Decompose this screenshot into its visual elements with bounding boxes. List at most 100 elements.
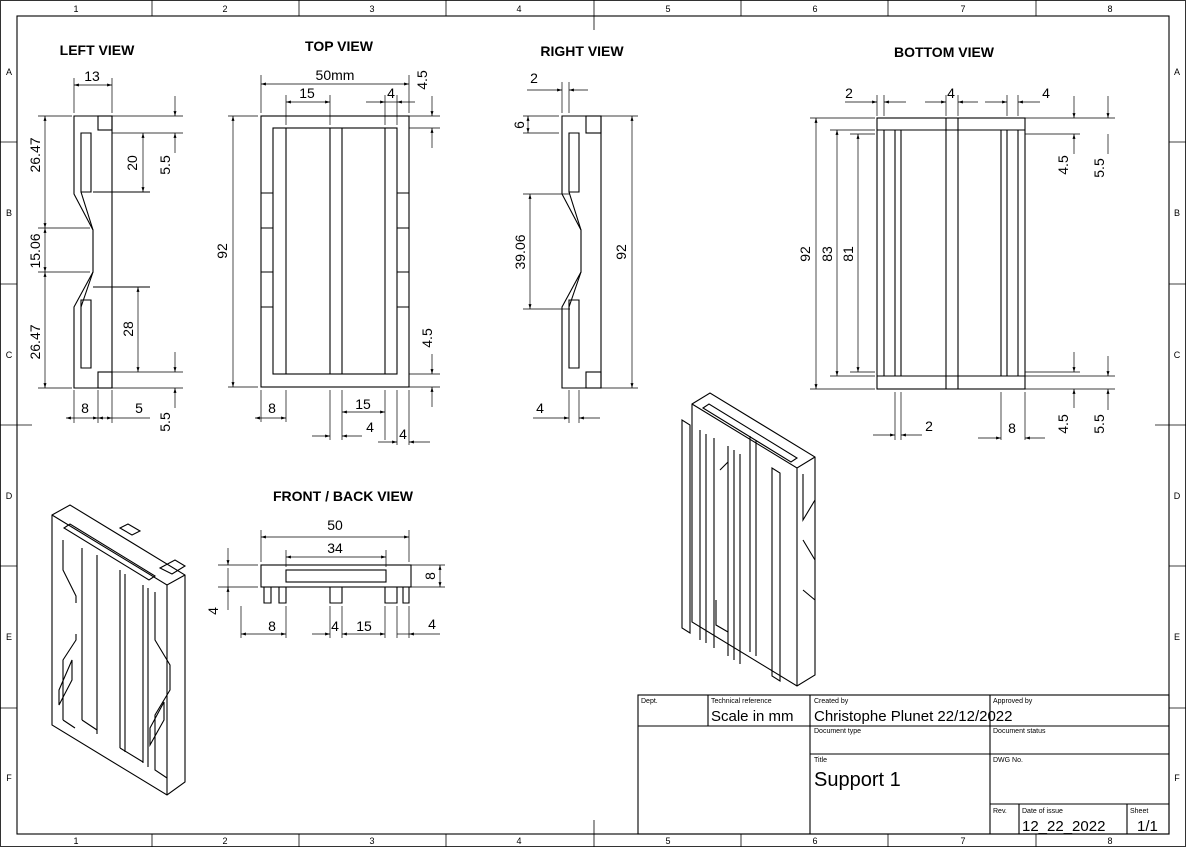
zone-col-3-top: 3 <box>369 4 374 14</box>
dim-left-bottom-offset: 5.5 <box>157 412 173 432</box>
zone-col-4-top: 4 <box>516 4 521 14</box>
tb-approved-by-label: Approved by <box>993 698 1033 705</box>
zone-row-f-left: F <box>6 773 12 783</box>
top-view: 50mm 4.5 15 4 92 4.5 8 15 4 4 <box>214 67 440 445</box>
dim-left-top-offset: 5.5 <box>157 155 173 175</box>
left-view: 13 26.47 20 5.5 15.06 28 26.47 8 5 5.5 <box>27 68 183 432</box>
dim-front-34: 34 <box>327 540 343 556</box>
dim-bottom-92: 92 <box>797 246 813 262</box>
zone-row-e-right: E <box>1174 632 1180 642</box>
zone-row-b-right: B <box>1174 208 1180 218</box>
zone-row-f-right: F <box>1174 773 1180 783</box>
zone-col-7-bottom: 7 <box>960 836 965 846</box>
zone-col-6-bottom: 6 <box>812 836 817 846</box>
dim-top-bottom-4b: 4 <box>399 426 407 442</box>
dim-bottom-4-right: 4 <box>1042 85 1050 101</box>
dim-left-slot-upper: 20 <box>124 155 140 171</box>
zone-row-c-right: C <box>1174 350 1181 360</box>
tb-doc-status-label: Document status <box>993 728 1046 735</box>
dim-bottom-83: 83 <box>819 246 835 262</box>
tb-title-value: Support 1 <box>814 769 901 791</box>
isometric-view-left <box>51 504 187 796</box>
right-view: 2 6 39.06 92 4 <box>511 70 638 423</box>
zone-col-1-top: 1 <box>73 4 78 14</box>
dim-front-4-left: 4 <box>205 607 221 615</box>
zone-col-8-bottom: 8 <box>1107 836 1112 846</box>
dim-left-lower-height: 26.47 <box>27 324 43 359</box>
zone-row-b-left: B <box>6 208 12 218</box>
dim-front-4-mid: 4 <box>331 618 339 634</box>
dim-left-bottom-8: 8 <box>81 400 89 416</box>
dim-bottom-4-5-top: 4.5 <box>1055 155 1071 175</box>
dim-right-2: 2 <box>530 70 538 86</box>
dim-top-15: 15 <box>299 85 315 101</box>
zone-col-6-top: 6 <box>812 4 817 14</box>
zone-col-8-top: 8 <box>1107 4 1112 14</box>
dim-front-4-right: 4 <box>428 616 436 632</box>
zone-col-5-top: 5 <box>665 4 670 14</box>
dim-top-4: 4 <box>387 85 395 101</box>
tb-date-value: 12_22_2022 <box>1022 818 1105 835</box>
zone-col-7-top: 7 <box>960 4 965 14</box>
tb-dept-label: Dept. <box>641 698 658 705</box>
right-view-title: RIGHT VIEW <box>540 43 624 59</box>
title-block: Dept. Technical reference Scale in mm Cr… <box>637 694 1170 835</box>
dim-bottom-5-5-low: 5.5 <box>1091 414 1107 434</box>
dim-left-width: 13 <box>84 68 100 84</box>
dim-top-bottom-15: 15 <box>355 396 371 412</box>
zone-row-e-left: E <box>6 632 12 642</box>
dim-bottom-2-top: 2 <box>845 85 853 101</box>
dim-top-upper-offset: 4.5 <box>414 70 430 90</box>
tb-sheet-value: 1/1 <box>1137 818 1158 835</box>
top-view-title: TOP VIEW <box>305 38 374 54</box>
tb-sheet-label: Sheet <box>1130 808 1148 815</box>
dim-bottom-81: 81 <box>840 246 856 262</box>
tb-doc-type-label: Document type <box>814 728 861 735</box>
front-view-title: FRONT / BACK VIEW <box>273 488 414 504</box>
tb-title-label: Title <box>814 757 827 764</box>
zone-row-d-left: D <box>6 491 13 501</box>
dim-right-4: 4 <box>536 400 544 416</box>
zone-row-d-right: D <box>1174 491 1181 501</box>
bottom-view: 2 4 4 92 83 81 4.5 5.5 2 8 4.5 5.5 <box>797 85 1115 440</box>
dim-top-bottom-4a: 4 <box>366 419 374 435</box>
zone-col-5-bottom: 5 <box>665 836 670 846</box>
dim-right-6: 6 <box>511 121 527 129</box>
dim-left-upper-height: 26.47 <box>27 137 43 172</box>
zone-row-c-left: C <box>6 350 13 360</box>
dim-bottom-5-5-top: 5.5 <box>1091 158 1107 178</box>
dim-bottom-4-mid: 4 <box>947 85 955 101</box>
bottom-view-title: BOTTOM VIEW <box>894 44 995 60</box>
dim-front-15: 15 <box>356 618 372 634</box>
dim-top-bottom-8: 8 <box>268 400 276 416</box>
tb-tech-ref-value: Scale in mm <box>711 708 794 725</box>
dim-right-height: 92 <box>613 244 629 260</box>
zone-col-2-top: 2 <box>222 4 227 14</box>
zone-col-3-bottom: 3 <box>369 836 374 846</box>
dim-top-width: 50mm <box>316 67 355 83</box>
dim-front-8-height: 8 <box>422 572 438 580</box>
zone-col-2-bottom: 2 <box>222 836 227 846</box>
dim-left-bottom-5: 5 <box>135 400 143 416</box>
tb-dwg-no-label: DWG No. <box>993 757 1023 764</box>
tb-tech-ref-label: Technical reference <box>711 698 772 705</box>
zone-labels: 1 2 3 4 5 6 7 8 1 2 3 4 5 6 7 8 A B C D … <box>6 4 1181 846</box>
tb-created-by-label: Created by <box>814 698 849 705</box>
dim-top-height: 92 <box>214 243 230 259</box>
dim-front-8: 8 <box>268 618 276 634</box>
dim-right-mid: 39.06 <box>512 234 528 269</box>
tb-date-label: Date of issue <box>1022 808 1063 815</box>
zone-col-1-bottom: 1 <box>73 836 78 846</box>
dim-top-lower-offset: 4.5 <box>419 328 435 348</box>
dim-left-slot-lower: 28 <box>120 321 136 337</box>
zone-col-4-bottom: 4 <box>516 836 521 846</box>
zone-row-a-right: A <box>1174 67 1180 77</box>
dim-bottom-2-low: 2 <box>925 418 933 434</box>
left-view-title: LEFT VIEW <box>60 42 135 58</box>
isometric-view-right <box>681 392 816 687</box>
dim-bottom-4-5-low: 4.5 <box>1055 414 1071 434</box>
front-back-view: 50 34 8 4 8 4 15 4 <box>205 517 445 638</box>
dim-front-50: 50 <box>327 517 343 533</box>
dim-left-mid-height: 15.06 <box>27 233 43 268</box>
